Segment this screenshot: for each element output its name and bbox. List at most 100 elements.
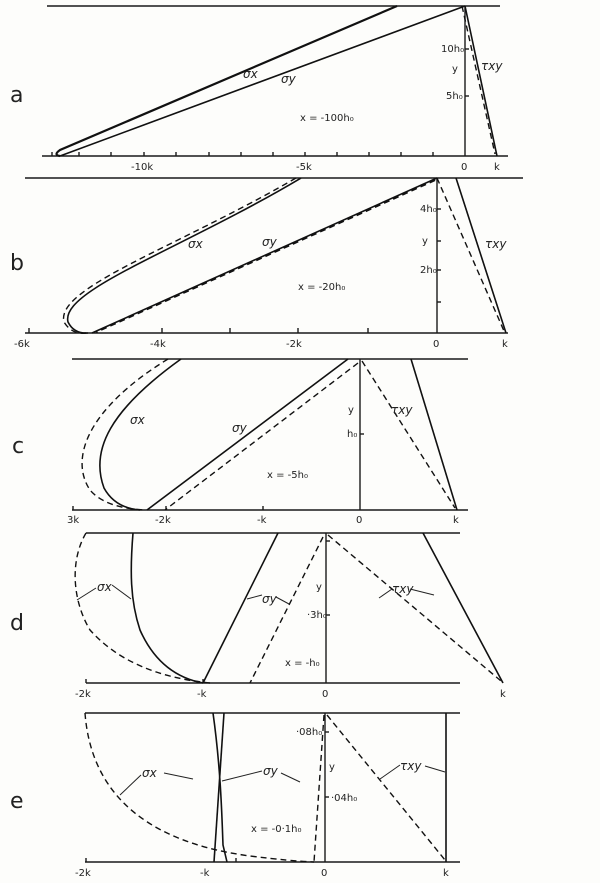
tau-xy-solid-a [464, 5, 498, 157]
tau-xy-dashed-b [436, 177, 505, 332]
sigma-y-dashed-c [164, 362, 359, 511]
y-tick-label: ·08h₀ [296, 727, 322, 738]
panel-c: c 3k -2k -k 0 k h₀ y σx σy τxy x = -5h₀ [12, 358, 468, 526]
sigma-y-dashed-b [95, 178, 436, 334]
ticks-e [85, 731, 329, 862]
sigma-y-solid-e [213, 712, 225, 863]
x-tick-label: 0 [356, 515, 362, 526]
x-tick-label: -6k [14, 339, 30, 350]
x-tick-label: -k [257, 515, 267, 526]
sigma-y-dashed-e [313, 714, 325, 863]
leader-line [275, 596, 290, 605]
panel-a: a -10k -5k 0 k 10h₀ 5h₀ y σx σy τxy x = … [10, 4, 508, 173]
tau-xy-label: τxy [481, 59, 503, 73]
tau-xy-dashed-c [361, 360, 456, 509]
x-tick-label: -2k [75, 689, 91, 700]
sigma-x-label: σx [142, 766, 158, 780]
y-axis-label: y [452, 64, 458, 75]
position-annotation: x = -0·1h₀ [251, 824, 302, 835]
leader-line [379, 764, 401, 780]
x-tick-label: -k [200, 868, 210, 879]
sigma-x-label: σx [243, 67, 259, 81]
leader-line [111, 584, 132, 600]
sigma-x-solid-e [212, 712, 228, 863]
leader-line [221, 770, 263, 782]
x-tick-label: 0 [461, 162, 467, 173]
sigma-y-label: σy [262, 592, 278, 606]
x-tick-label: 3k [67, 515, 79, 526]
tau-xy-label: τxy [392, 582, 414, 596]
x-tick-label: -5k [296, 162, 312, 173]
y-axis-label: y [329, 762, 335, 773]
sigma-y-solid-d [202, 532, 279, 684]
leader-line [378, 588, 393, 599]
x-tick-label: 0 [322, 689, 328, 700]
panel-letter-a: a [10, 83, 23, 108]
ticks-c [72, 433, 364, 510]
panel-letter-d: d [10, 611, 24, 636]
panel-letter-c: c [12, 434, 24, 459]
sigma-x-curve-a [55, 4, 398, 158]
y-tick-label: 5h₀ [446, 91, 463, 102]
position-annotation: x = -5h₀ [267, 470, 308, 481]
x-tick-label: k [494, 162, 500, 173]
sigma-x-dashed-c [81, 358, 169, 511]
sigma-x-label: σx [188, 237, 204, 251]
tau-xy-solid-d [422, 532, 504, 684]
position-annotation: x = -20h₀ [298, 282, 345, 293]
x-tick-label: -2k [155, 515, 171, 526]
tau-xy-label: τxy [400, 759, 422, 773]
tau-xy-solid-b [455, 177, 507, 334]
y-tick-label: 2h₀ [420, 265, 437, 276]
sigma-y-label: σy [232, 421, 248, 435]
y-tick-label: ·3h₀ [307, 610, 327, 621]
x-ticks-a [51, 48, 469, 156]
tau-xy-solid-c [410, 358, 458, 511]
x-tick-label: 0 [433, 339, 439, 350]
sigma-x-dashed-b [62, 177, 297, 334]
sigma-y-dashed-d [249, 536, 324, 684]
x-tick-label: k [443, 868, 449, 879]
leader-line [246, 594, 263, 600]
y-axis-label: y [348, 405, 354, 416]
x-tick-label: -2k [75, 868, 91, 879]
x-tick-label: k [502, 339, 508, 350]
sigma-y-label: σy [263, 764, 279, 778]
sigma-y-curve-a [59, 5, 466, 157]
y-axis-label: y [316, 582, 322, 593]
sigma-x-solid-b [67, 177, 302, 334]
tau-xy-label: τxy [391, 403, 413, 417]
panel-letter-b: b [10, 251, 24, 276]
sigma-y-label: σy [281, 72, 297, 86]
tau-xy-dashed-e [326, 714, 446, 861]
sigma-x-dashed-d [74, 532, 211, 684]
position-annotation: x = -100h₀ [300, 113, 354, 124]
leader-line [424, 765, 446, 773]
ticks-b [28, 208, 441, 333]
leader-line [409, 588, 435, 596]
leader-line [76, 587, 97, 601]
y-tick-label: 4h₀ [420, 204, 437, 215]
panel-letter-e: e [10, 789, 24, 814]
y-tick-label: ·04h₀ [331, 793, 357, 804]
sigma-y-solid-c [146, 358, 349, 511]
y-tick-label: h₀ [347, 429, 357, 440]
tau-xy-dashed-d [327, 534, 502, 682]
x-tick-label: -2k [286, 339, 302, 350]
x-tick-label: -4k [150, 339, 166, 350]
x-tick-label: -10k [131, 162, 153, 173]
x-tick-label: -k [197, 689, 207, 700]
y-tick-label: 10h₀ [441, 44, 464, 55]
position-annotation: x = -h₀ [285, 658, 320, 669]
sigma-x-solid-c [99, 358, 182, 511]
tau-xy-label: τxy [485, 237, 507, 251]
leader-line [163, 772, 194, 780]
panel-e: e -2k -k 0 k ·08h₀ ·04h₀ y σx σy τxy x =… [10, 712, 460, 879]
x-tick-label: k [453, 515, 459, 526]
sigma-y-label: σy [262, 235, 278, 249]
sigma-x-dashed-e [84, 712, 315, 863]
sigma-x-solid-d [130, 532, 204, 684]
x-tick-label: 0 [321, 868, 327, 879]
y-axis-label: y [422, 236, 428, 247]
